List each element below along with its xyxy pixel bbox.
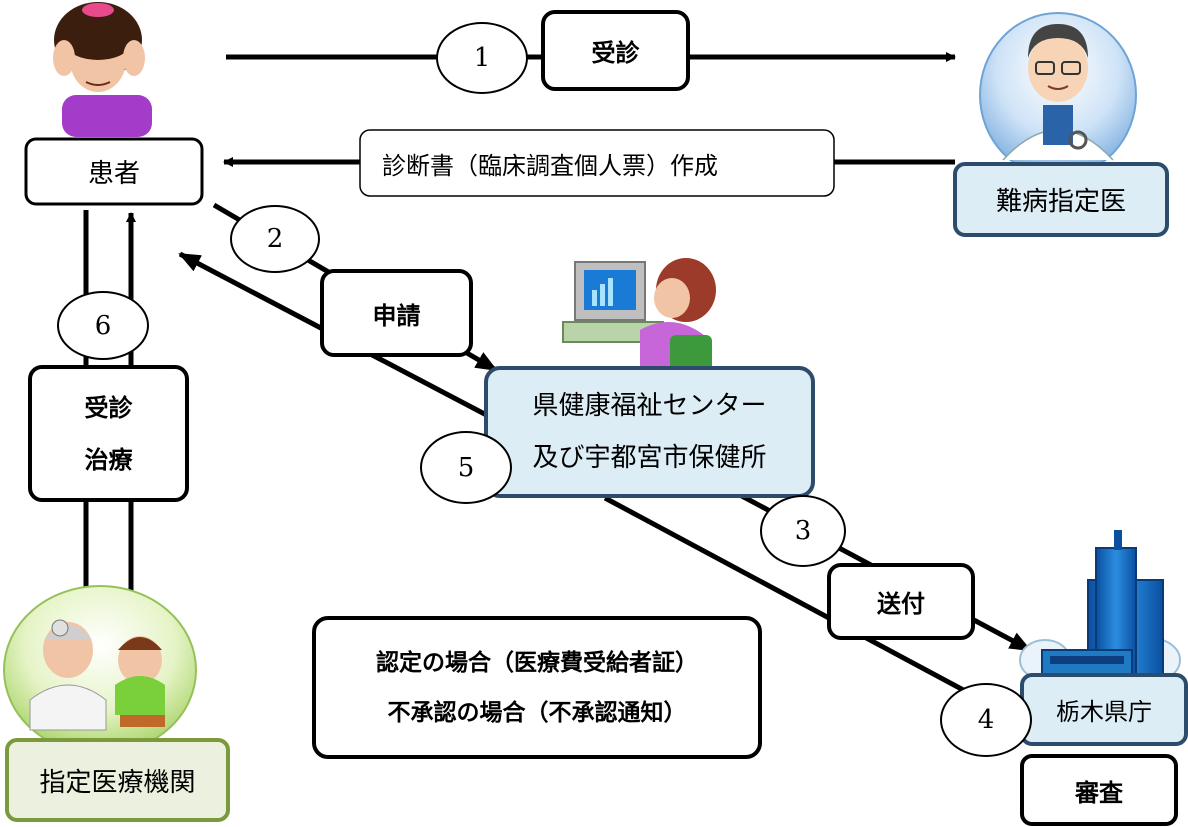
center-label-line2: 及び宇都宮市保健所 <box>532 443 767 473</box>
certificate-label: 診断書（臨床調査個人票）作成 <box>382 151 718 180</box>
prefecture-label: 栃木県庁 <box>1056 698 1152 726</box>
step-6-number: 6 <box>94 310 112 341</box>
prefecture-box: 栃木県庁 <box>1022 675 1186 744</box>
step-3-circle: 3 <box>760 495 846 567</box>
doctor-examining-child-icon <box>3 585 197 755</box>
step-2-number: 2 <box>266 224 284 254</box>
hospital-box: 指定医療機関 <box>7 740 228 820</box>
consult-treat-line2: 治療 <box>84 445 133 474</box>
hospital-label: 指定医療機関 <box>39 767 196 798</box>
step-2-circle: 2 <box>230 205 320 273</box>
result-approved-label: 認定の場合（医療費受給者証） <box>376 649 698 676</box>
step-4-number: 4 <box>977 705 995 735</box>
prefectural-office-building-icon <box>1019 530 1181 683</box>
consult-treat-line1: 受診 <box>84 393 133 422</box>
apply-box: 申請 <box>322 271 471 355</box>
consult-label: 受診 <box>591 39 640 67</box>
step-4-circle: 4 <box>940 683 1032 757</box>
step-1-circle: 1 <box>436 22 528 94</box>
result-rejected-label: 不承認の場合（不承認通知） <box>387 699 687 726</box>
step-5-circle: 5 <box>420 431 512 504</box>
center-label-line1: 県健康福祉センター <box>532 391 767 421</box>
consult-treat-box: 受診 治療 <box>30 367 187 500</box>
review-label: 審査 <box>1075 778 1123 807</box>
step-6-circle: 6 <box>57 291 149 360</box>
patient-box: 患者 <box>26 139 202 204</box>
step-3-number: 3 <box>794 516 812 546</box>
doctor-box: 難病指定医 <box>955 164 1167 235</box>
step-5-number: 5 <box>457 452 475 483</box>
step-1-number: 1 <box>473 43 491 73</box>
send-box: 送付 <box>829 565 973 638</box>
doctor-icon <box>979 12 1137 178</box>
center-box: 県健康福祉センター 及び宇都宮市保健所 <box>486 368 813 496</box>
patient-label: 患者 <box>87 159 140 189</box>
consult-box: 受診 <box>543 12 688 89</box>
line-prefecture-to-center <box>603 495 1012 718</box>
doctor-label: 難病指定医 <box>995 187 1126 217</box>
apply-label: 申請 <box>372 301 421 330</box>
certificate-box: 診断書（臨床調査個人票）作成 <box>360 130 834 196</box>
office-worker-computer-icon <box>562 258 716 373</box>
patient-headache-icon <box>53 2 152 137</box>
result-box: 認定の場合（医療費受給者証） 不承認の場合（不承認通知） <box>314 618 760 757</box>
review-box: 審査 <box>1022 756 1176 824</box>
send-label: 送付 <box>877 590 925 618</box>
